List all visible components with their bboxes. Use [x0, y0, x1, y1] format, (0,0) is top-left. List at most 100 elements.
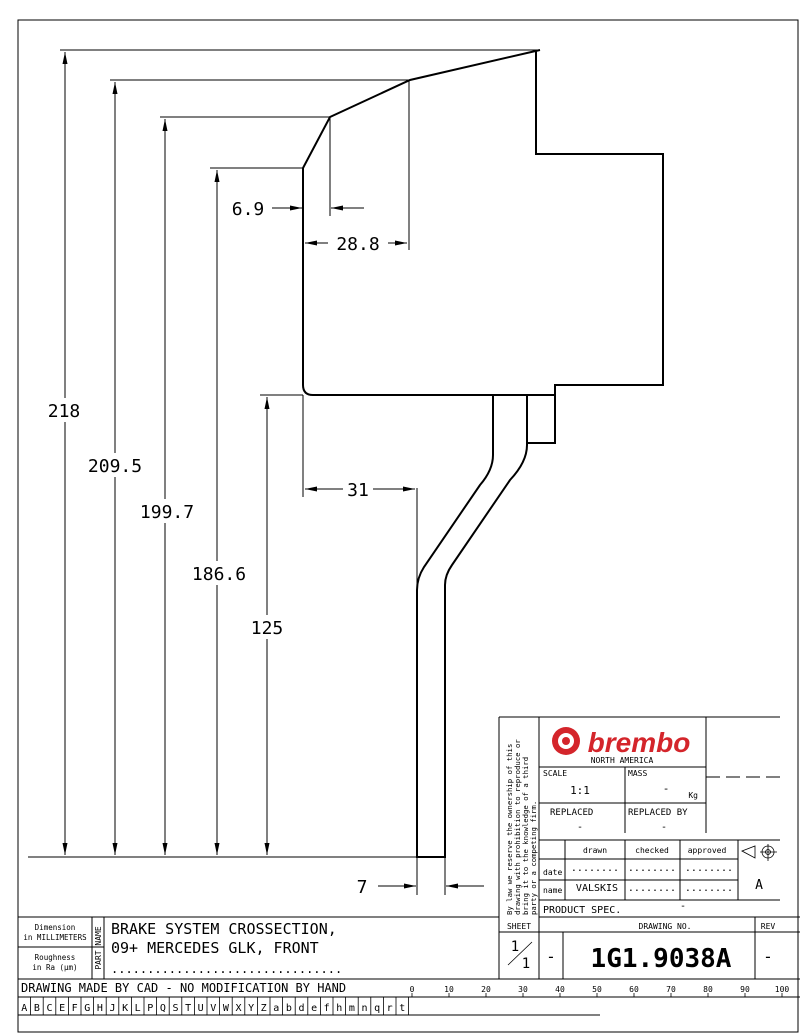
date-checked-dots: ........ — [628, 863, 676, 874]
checked-label: checked — [635, 846, 669, 855]
part-name-dots: ................................ — [111, 962, 342, 976]
dim-199-7: 199.7 — [140, 502, 194, 523]
letter-cell: h — [336, 1003, 342, 1014]
svg-text:By law we reserve the ownershi: By law we reserve the ownership of this — [505, 744, 514, 915]
svg-text:drawing with prohibition to re: drawing with prohibition to reproduce or — [513, 739, 522, 915]
disc-outline — [416, 395, 528, 858]
step-outline — [527, 395, 556, 444]
dim-6-9: 6.9 — [232, 199, 265, 220]
mass-unit: Kg — [688, 791, 698, 800]
part-name-label: PART NAME — [94, 926, 103, 970]
letter-cell: f — [324, 1003, 330, 1014]
letter-cell: Y — [248, 1003, 254, 1014]
letter-cell: H — [97, 1003, 103, 1014]
replaced-label: REPLACED — [550, 808, 593, 818]
sheet-total: 1 — [522, 956, 530, 972]
brembo-subtitle: NORTH AMERICA — [591, 756, 654, 765]
mass-value: - — [663, 782, 670, 795]
letter-cell: U — [198, 1003, 204, 1014]
letter-cell: b — [286, 1003, 292, 1014]
dimension-label: Dimension — [35, 923, 76, 932]
ruler-label: 20 — [481, 985, 491, 994]
scale-label: SCALE — [543, 769, 567, 778]
mass-label: MASS — [628, 769, 647, 778]
approved-label: approved — [688, 846, 727, 855]
part-name-line-1: BRAKE SYSTEM CROSSECTION, — [111, 920, 337, 938]
dim-209-5: 209.5 — [88, 456, 142, 477]
scale-value: 1:1 — [570, 784, 590, 797]
hub-body-outline — [302, 49, 664, 396]
svg-text:party or a competing firm.: party or a competing firm. — [529, 801, 538, 915]
roughness-label: Roughness — [35, 953, 76, 962]
letter-cell: m — [349, 1003, 355, 1014]
drawing-no-label: DRAWING NO. — [639, 922, 692, 931]
roughness-unit-label: in Ra (µm) — [32, 963, 77, 972]
ruler-label: 0 — [410, 985, 415, 994]
drawn-by-name: VALSKIS — [576, 883, 618, 894]
ruler-label: 100 — [775, 985, 790, 994]
revision-mark: A — [755, 878, 763, 893]
letter-cell: L — [135, 1003, 141, 1014]
letter-cell: G — [84, 1003, 90, 1014]
dim-28-8: 28.8 — [336, 234, 379, 255]
name-approved-dots: ........ — [685, 883, 733, 894]
drawn-label: drawn — [583, 846, 607, 855]
sheet-dash: - — [546, 947, 556, 966]
ruler-label: 60 — [629, 985, 639, 994]
letter-cell: T — [185, 1003, 191, 1014]
letter-cell: F — [72, 1003, 78, 1014]
dim-7: 7 — [357, 877, 368, 898]
dimension-unit-label: in MILLIMETERS — [23, 933, 87, 942]
letter-cell: C — [46, 1003, 52, 1014]
ruler-label: 50 — [592, 985, 602, 994]
ruler-label: 70 — [666, 985, 676, 994]
cad-notice: DRAWING MADE BY CAD - NO MODIFICATION BY… — [21, 981, 346, 995]
ruler-label: 90 — [740, 985, 750, 994]
date-label: date — [543, 868, 562, 877]
dim-31: 31 — [347, 480, 369, 501]
replaced-by-value: - — [661, 822, 667, 833]
letter-cell: t — [399, 1003, 405, 1014]
ruler-label: 40 — [555, 985, 565, 994]
title-block: brembo NORTH AMERICA By law we reserve t… — [18, 716, 800, 1016]
letter-cell: V — [210, 1003, 216, 1014]
letter-cell: B — [34, 1003, 40, 1014]
drawing-number: 1G1.9038A — [591, 944, 732, 974]
ruler-label: 10 — [444, 985, 454, 994]
rev-label: REV — [761, 922, 776, 931]
projection-symbol-icon — [741, 844, 777, 861]
brembo-logo: brembo NORTH AMERICA — [552, 727, 690, 765]
replaced-by-label: REPLACED BY — [628, 808, 688, 818]
letter-cell: r — [387, 1003, 393, 1014]
drawing-frame — [17, 19, 799, 1033]
date-approved-dots: ........ — [685, 863, 733, 874]
letter-cell: X — [235, 1003, 241, 1014]
replaced-value: - — [577, 822, 583, 833]
rev-value: - — [763, 947, 773, 966]
legal-notice: By law we reserve the ownership of this … — [505, 739, 538, 915]
dim-218: 218 — [48, 401, 81, 422]
letter-cell: Z — [261, 1003, 267, 1014]
brake-cross-section — [302, 49, 664, 858]
letter-cell: e — [311, 1003, 317, 1014]
letter-cell: E — [59, 1003, 65, 1014]
ruler-label: 30 — [518, 985, 528, 994]
sheet-label: SHEET — [507, 922, 531, 931]
letter-cell: W — [223, 1003, 230, 1014]
letter-cell: S — [172, 1003, 178, 1014]
ruler-label: 80 — [703, 985, 713, 994]
vertical-dimensions — [28, 49, 540, 858]
product-spec-value: - — [680, 901, 686, 912]
letter-cell: d — [298, 1003, 304, 1014]
brembo-wordmark: brembo — [588, 727, 691, 758]
sheet-number: 1 — [511, 939, 519, 955]
letter-cell: Q — [160, 1003, 166, 1014]
letter-cell: q — [374, 1003, 380, 1014]
part-name-line-2: 09+ MERCEDES GLK, FRONT — [111, 939, 319, 957]
scale-ruler: 0 10 20 30 40 50 60 70 80 90 100 — [410, 985, 790, 997]
letter-cell: a — [273, 1003, 279, 1014]
letter-cell: n — [361, 1003, 367, 1014]
letter-cell: J — [109, 1003, 115, 1014]
